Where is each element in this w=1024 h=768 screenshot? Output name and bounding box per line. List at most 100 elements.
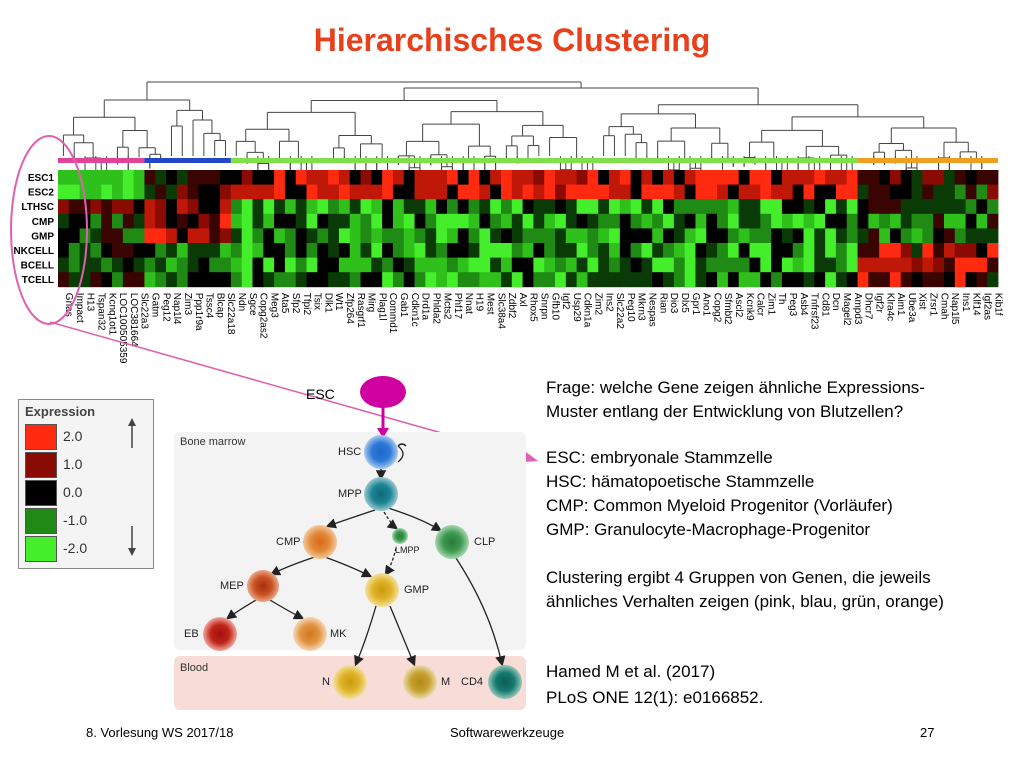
heatmap-cell [457,170,469,185]
heatmap-cell [695,272,707,288]
heatmap-cell [144,243,156,258]
heatmap-cell [706,243,718,258]
row-label: TCELL [22,275,54,286]
legend-swatch-neg1 [25,508,57,534]
heatmap-cell [511,184,523,200]
heatmap-cell [220,228,232,244]
heatmap-cell [457,199,469,215]
heatmap-cell [511,243,523,258]
heatmap-cell [814,184,826,200]
heatmap-cells [58,170,999,288]
heatmap-cell [90,257,102,273]
heatmap-cell [209,184,221,200]
conclusion-text: Clustering ergibt 4 Gruppen von Genen, d… [546,568,944,611]
heatmap-cell [544,272,556,288]
heatmap-cell [544,199,556,215]
slide-title: Hierarchisches Clustering [313,22,711,58]
heatmap-cell [220,213,232,229]
heatmap-cell [792,272,804,288]
heatmap-cell [641,199,653,215]
footer-course: Softwarewerkzeuge [450,725,565,740]
column-label: Xist [917,293,928,310]
heatmap-cell [79,272,91,288]
heatmap-cell [684,257,696,273]
heatmap-cell [371,170,383,185]
heatmap-cell [306,257,318,273]
heatmap-cell [284,199,297,215]
heatmap-cell [684,228,696,244]
heatmap-cell [68,213,80,229]
heatmap-cell [565,228,578,244]
heatmap-cell [176,199,189,215]
heatmap-cell [533,243,545,258]
heatmap-cell [446,170,459,185]
heatmap-cell [490,213,502,229]
heatmap-cell [727,228,740,244]
heatmap-cell [101,213,113,229]
heatmap-cell [176,272,189,288]
heatmap-cell [576,213,588,229]
heatmap-cell [133,170,145,185]
m-label: M [441,676,451,688]
heatmap-cell [457,213,469,229]
heatmap-cell [641,213,653,229]
heatmap-cell [630,213,642,229]
heatmap-cell [198,184,210,200]
heatmap-cell [695,228,707,244]
heatmap-cell [846,213,858,229]
heatmap-cell [652,257,664,273]
column-label: Mcts2 [441,293,452,320]
heatmap-cell [684,170,696,185]
column-label: Mest [485,293,496,315]
heatmap-cell [79,228,91,244]
mk-label: MK [330,628,347,640]
heatmap-cell [835,272,848,288]
heatmap-cell [133,213,145,229]
heatmap-cell [781,257,794,273]
heatmap-cell [306,170,318,185]
heatmap-cell [684,243,696,258]
heatmap-cell [122,199,135,215]
heatmap-cell [814,199,826,215]
heatmap-cell [576,170,588,185]
heatmap-cell [490,199,502,215]
heatmap-cell [889,243,902,258]
heatmap-cell [900,170,912,185]
heatmap-cell [468,184,480,200]
heatmap-cell [954,228,966,244]
heatmap-cell [814,213,826,229]
column-label: Tfpi2 [301,293,312,316]
bone-marrow-label: Bone marrow [180,436,246,448]
heatmap-cell [338,199,351,215]
heatmap-cell [781,243,794,258]
heatmap-cell [954,170,966,185]
heatmap-cell [533,184,545,200]
heatmap-cell [879,199,891,215]
heatmap-cell [825,184,837,200]
heatmap-cell [349,199,361,215]
heatmap-cell [954,272,966,288]
column-label: Klf14 [971,293,982,316]
heatmap-cell [166,228,178,244]
heatmap-cell [803,272,815,288]
column-label: Igf2as [982,293,993,320]
heatmap-cell [446,257,459,273]
heatmap-cell [511,272,523,288]
heatmap-cell [511,170,523,185]
heatmap-cell [706,228,718,244]
heatmap-cell [846,257,858,273]
heatmap-cell [122,170,135,185]
column-label: Ins2 [603,293,614,312]
n-cell-icon [333,665,367,699]
heatmap-cell [609,257,621,273]
heatmap-cell [479,170,491,185]
heatmap-cell [68,272,80,288]
heatmap-cell [673,243,686,258]
heatmap-cell [771,257,783,273]
heatmap-cell [533,170,545,185]
heatmap-cell [479,228,491,244]
heatmap-cell [609,243,621,258]
heatmap-cell [857,272,869,288]
heatmap-cell [122,228,135,244]
